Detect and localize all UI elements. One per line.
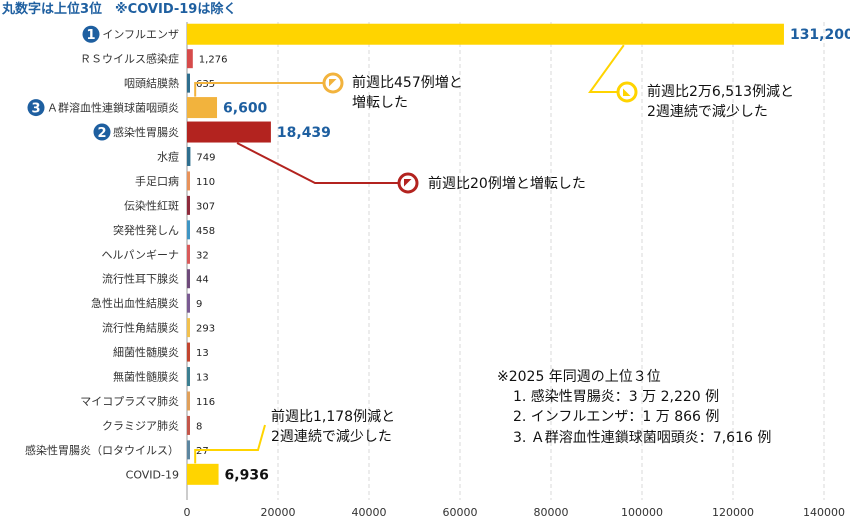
- x-tick-label: 80000: [534, 506, 569, 519]
- annotations: 前週比2万6,513例減と 2週連続で減少した 前週比457例増と増転した前週比20…: [194, 44, 794, 464]
- category-label: インフルエンザ: [102, 28, 179, 41]
- arrow-circle-icon: [616, 81, 638, 103]
- arrow-icon: [404, 179, 412, 187]
- value-label: 18,439: [277, 125, 331, 141]
- value-label: 116: [196, 397, 215, 408]
- value-label: 27: [196, 446, 209, 457]
- rank-badge: [93, 123, 111, 141]
- annotation-leader: [194, 82, 325, 97]
- value-label: 110: [196, 177, 215, 188]
- x-tick-label: 0: [184, 506, 191, 519]
- category-label: ヘルパンギーナ: [101, 248, 179, 261]
- annotation-text: 増転した: [352, 95, 408, 111]
- category-label: ＲＳウイルス感染症: [80, 52, 179, 66]
- rank-badge: [82, 25, 100, 43]
- category-label: 伝染性紅斑: [124, 198, 179, 212]
- rank-badge-number: 1: [86, 28, 95, 43]
- ranking-note: ※2025 年同週の上位３位 1. 感染性胃腸炎：3 万 2,220 例 2. …: [497, 369, 771, 446]
- x-tick-label: 20000: [261, 506, 296, 519]
- x-tick-label: 100000: [621, 506, 663, 519]
- annotation-text: 前週比1,178例減と: [271, 408, 395, 425]
- rank-badge-number: 2: [97, 126, 106, 141]
- bar: [187, 97, 218, 119]
- bar: [187, 220, 190, 240]
- annotation-text: 前週比2万6,513例減と: [647, 83, 794, 100]
- annotation-text: 前週比457例増と: [352, 74, 463, 91]
- bar: [187, 171, 190, 191]
- category-label: 突発性発しん: [113, 223, 179, 237]
- x-tick-label: 140000: [803, 506, 845, 519]
- bar: [187, 318, 190, 338]
- category-label: 流行性角結膜炎: [102, 321, 179, 335]
- arrow-icon: [623, 88, 631, 96]
- bar: [187, 23, 784, 45]
- note-item: 2. インフルエンザ：1 万 866 例: [513, 409, 719, 425]
- arrow-circle-icon: [397, 172, 419, 194]
- category-label: 手足口病: [135, 174, 179, 188]
- value-label: 13: [196, 348, 209, 359]
- value-label: 131,200: [790, 27, 850, 43]
- annotation-text: 2週連続で減少した: [271, 428, 392, 445]
- bar: [187, 49, 193, 69]
- bar: [187, 415, 190, 435]
- annotation-text: 2週連続で減少した: [647, 103, 768, 120]
- category-label: Ａ群溶血性連鎖球菌咽頭炎: [47, 101, 179, 115]
- note-item: 3. Ａ群溶血性連鎖球菌咽頭炎：7,616 例: [513, 430, 771, 446]
- category-label: 急性出血性結膜炎: [91, 296, 179, 310]
- value-label: 6,936: [225, 467, 269, 483]
- bar: [187, 342, 190, 362]
- value-label: 32: [196, 250, 209, 261]
- rank-badge-number: 3: [31, 102, 40, 117]
- annotation-leader: [194, 424, 266, 464]
- value-label: 635: [196, 79, 215, 90]
- value-label: 9: [196, 299, 202, 310]
- bar: [187, 121, 271, 143]
- value-label: 293: [196, 324, 215, 335]
- value-label: 458: [196, 226, 215, 237]
- x-tick-label: 40000: [352, 506, 387, 519]
- category-label: 感染性胃腸炎: [113, 125, 179, 139]
- category-label: マイコプラズマ肺炎: [80, 394, 179, 408]
- category-label: 感染性胃腸炎（ロタウイルス）: [25, 443, 179, 457]
- value-label: 1,276: [199, 55, 228, 66]
- bar: [187, 367, 190, 387]
- bar: [187, 293, 190, 313]
- bar: [187, 195, 190, 215]
- rank-badge: [27, 99, 45, 117]
- value-label: 44: [196, 275, 209, 286]
- chart-header: 丸数字は上位3位 ※COVID-19は除く: [1, 1, 236, 17]
- bar: [187, 73, 190, 93]
- category-label: 水痘: [157, 149, 179, 163]
- note-title: ※2025 年同週の上位３位: [497, 369, 661, 385]
- annotation-leader: [236, 142, 400, 184]
- note-item: 1. 感染性胃腸炎：3 万 2,220 例: [513, 388, 719, 405]
- arrow-circle-icon: [322, 72, 344, 94]
- value-label: 307: [196, 201, 215, 212]
- category-label: COVID-19: [126, 468, 179, 481]
- bar: [187, 391, 190, 411]
- category-label: 咽頭結膜熱: [124, 76, 179, 90]
- bar: [187, 463, 219, 485]
- bar: [187, 244, 190, 264]
- value-label: 13: [196, 373, 209, 384]
- category-label: 流行性耳下腺炎: [102, 272, 179, 286]
- category-label: クラミジア肺炎: [102, 419, 179, 432]
- arrow-icon: [329, 79, 337, 87]
- category-label: 無菌性髄膜炎: [113, 370, 179, 384]
- bar: [187, 269, 190, 289]
- bar: [187, 440, 190, 460]
- x-tick-label: 60000: [443, 506, 478, 519]
- annotation-leader: [588, 44, 625, 93]
- value-label: 6,600: [223, 101, 268, 117]
- category-label: 細菌性髄膜炎: [113, 345, 179, 359]
- value-label: 8: [196, 421, 202, 432]
- x-tick-label: 120000: [712, 506, 754, 519]
- annotation-text: 前週比20例増と増転した: [428, 175, 586, 192]
- bar: [187, 146, 191, 166]
- value-label: 749: [196, 152, 215, 163]
